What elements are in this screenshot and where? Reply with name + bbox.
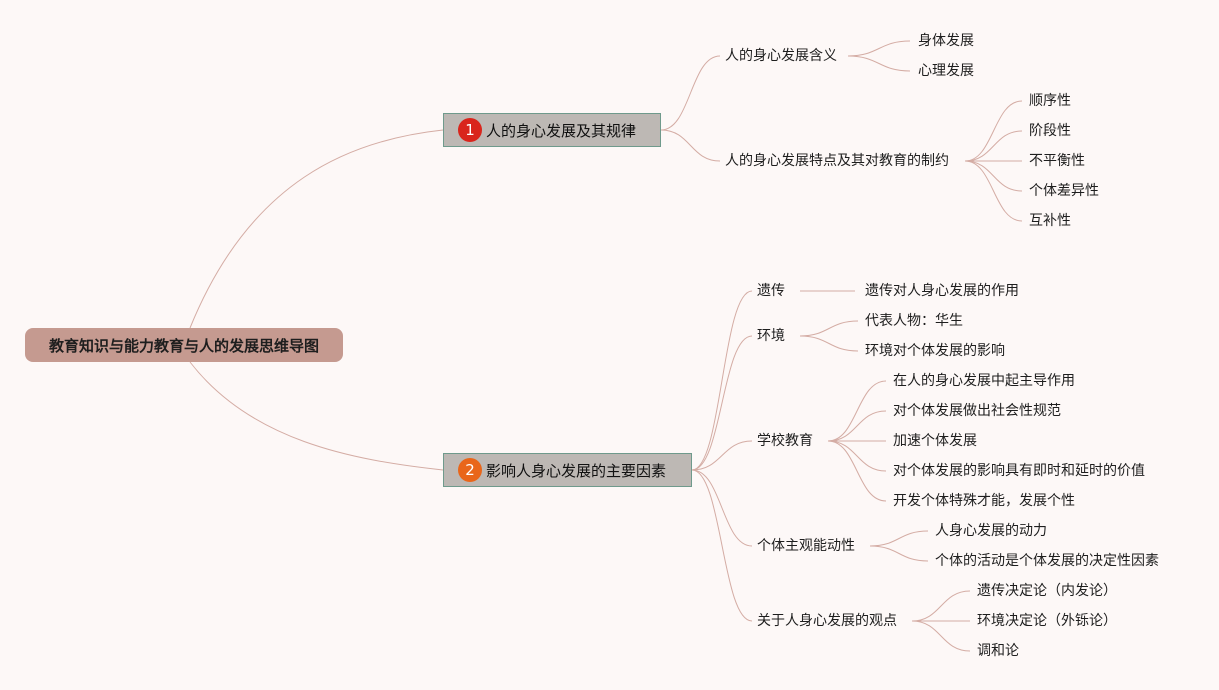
connector-line — [691, 469, 753, 547]
leaf-label[interactable]: 不平衡性 — [1029, 153, 1085, 169]
connector-line — [869, 545, 929, 562]
connector-line — [691, 469, 753, 622]
connector-line — [964, 100, 1023, 162]
leaf-label[interactable]: 调和论 — [977, 643, 1019, 659]
connector-line — [799, 335, 859, 352]
leaf-label[interactable]: 代表人物：华生 — [865, 313, 963, 329]
root-node[interactable]: 教育知识与能力教育与人的发展思维导图 — [25, 328, 343, 362]
leaf-label[interactable]: 顺序性 — [1029, 93, 1071, 109]
leaf-label[interactable]: 对个体发展做出社会性规范 — [893, 403, 1061, 419]
number-badge-2: 2 — [458, 458, 482, 482]
subtopic-label[interactable]: 环境 — [757, 328, 785, 344]
connector-line — [869, 530, 929, 547]
connector-line — [827, 410, 887, 442]
connector-line — [691, 335, 753, 471]
subtopic-label[interactable]: 人的身心发展含义 — [725, 48, 837, 64]
connector-line — [964, 160, 1023, 222]
leaf-label[interactable]: 身体发展 — [918, 33, 974, 49]
connector-line — [847, 40, 911, 57]
connector-line — [911, 620, 971, 652]
connector-line — [691, 440, 753, 471]
number-badge-1: 1 — [458, 118, 482, 142]
leaf-label[interactable]: 互补性 — [1029, 213, 1071, 229]
connector-line — [964, 160, 1023, 192]
connector-line — [911, 590, 971, 622]
leaf-label[interactable]: 加速个体发展 — [893, 433, 977, 449]
branch-label-2: 影响人身心发展的主要因素 — [486, 461, 667, 480]
leaf-label[interactable]: 遗传对人身心发展的作用 — [865, 283, 1019, 299]
leaf-label[interactable]: 环境决定论（外铄论） — [977, 613, 1117, 629]
connector-line — [660, 55, 721, 131]
subtopic-label[interactable]: 遗传 — [757, 283, 785, 299]
connector-line — [827, 440, 887, 472]
branch-label-1: 人的身心发展及其规律 — [486, 121, 637, 140]
leaf-label[interactable]: 对个体发展的影响具有即时和延时的价值 — [893, 463, 1145, 479]
subtopic-label[interactable]: 学校教育 — [757, 433, 813, 449]
connector-line — [827, 380, 887, 442]
leaf-label[interactable]: 遗传决定论（内发论） — [977, 583, 1117, 599]
subtopic-label[interactable]: 人的身心发展特点及其对教育的制约 — [725, 153, 949, 169]
leaf-label[interactable]: 环境对个体发展的影响 — [865, 343, 1005, 359]
root-label: 教育知识与能力教育与人的发展思维导图 — [48, 336, 319, 355]
branch-node-2[interactable]: 2 影响人身心发展的主要因素 — [443, 453, 692, 487]
connector-line — [827, 440, 887, 502]
leaf-label[interactable]: 个体差异性 — [1029, 183, 1099, 199]
subtopic-label[interactable]: 关于人身心发展的观点 — [757, 613, 897, 629]
connector-line — [799, 320, 859, 337]
connector-line — [660, 129, 721, 162]
leaf-label[interactable]: 人身心发展的动力 — [935, 523, 1047, 539]
leaf-label[interactable]: 在人的身心发展中起主导作用 — [893, 373, 1075, 389]
leaf-label[interactable]: 心理发展 — [918, 63, 974, 79]
connector-line — [189, 129, 444, 329]
connector-line — [691, 290, 753, 471]
leaf-label[interactable]: 个体的活动是个体发展的决定性因素 — [935, 553, 1159, 569]
subtopic-label[interactable]: 个体主观能动性 — [757, 538, 855, 554]
leaf-label[interactable]: 阶段性 — [1029, 123, 1071, 139]
branch-node-1[interactable]: 1 人的身心发展及其规律 — [443, 113, 661, 147]
connector-line — [189, 361, 444, 471]
leaf-label[interactable]: 开发个体特殊才能，发展个性 — [893, 493, 1075, 509]
connector-line — [964, 130, 1023, 162]
connector-line — [847, 55, 911, 72]
